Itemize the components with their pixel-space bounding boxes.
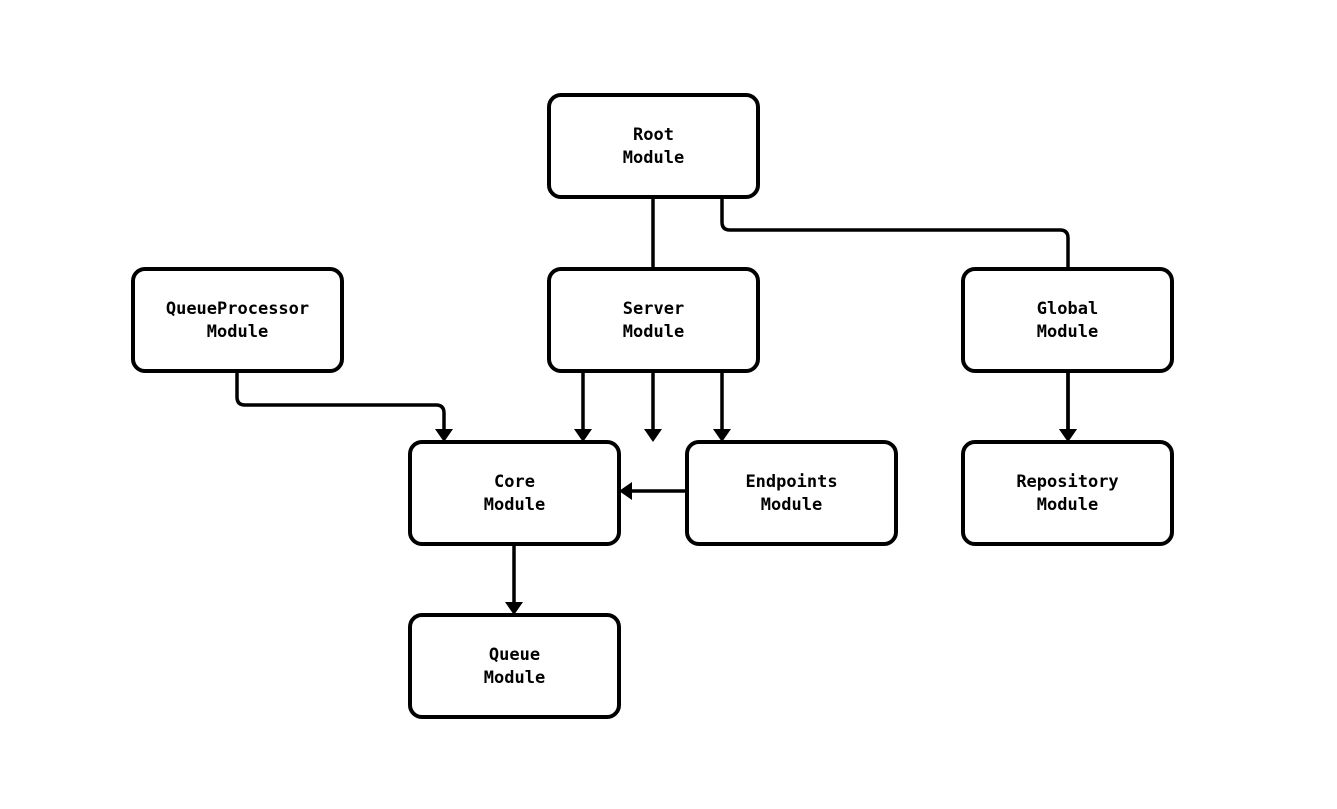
core-module-node-label-line2: Module [484,495,545,515]
root-module-node-label-line2: Module [623,148,684,168]
edge-core-to-queue-arrowhead [505,602,523,615]
core-module-node-label-line1: Core [494,472,535,492]
nodes-layer: RootModuleQueueProcessorModuleServerModu… [131,93,1174,719]
global-module-node-label-line1: Global [1037,299,1098,319]
queue-module-node-label-line1: Queue [489,645,540,665]
edge-root-to-server-arrowhead [644,429,662,442]
core-module-node-box[interactable] [408,440,621,546]
root-module-node-box[interactable] [547,93,760,199]
edge-endpoints-to-core [619,482,687,500]
repository-module-node-label-line2: Module [1037,495,1098,515]
global-module-node-label-line2: Module [1037,322,1098,342]
queue-module-node-box[interactable] [408,613,621,719]
edge-core-to-queue [505,544,523,615]
server-module-node-label-line2: Module [623,322,684,342]
root-module-node-label-line1: Root [633,125,674,145]
queueprocessor-module-node-label-line2: Module [207,322,268,342]
edge-root-to-global-line [720,197,1070,432]
edge-queueprocessor-to-core-arrowhead [435,429,453,442]
edge-server-to-core-arrowhead [574,429,592,442]
endpoints-module-node-box[interactable] [685,440,898,546]
queue-module-node-label-line2: Module [484,668,545,688]
edge-server-to-core [574,371,592,442]
repository-module-node-label-line1: Repository [1016,472,1118,492]
global-module-node-box[interactable] [961,267,1174,373]
server-module-node-label-line1: Server [623,299,684,319]
edge-endpoints-to-core-arrowhead [619,482,632,500]
endpoints-module-node-label-line2: Module [761,495,822,515]
edge-queueprocessor-to-core-line [235,371,446,432]
edge-global-to-repository-arrowhead [1059,429,1077,442]
server-module-node-box[interactable] [547,267,760,373]
edge-server-to-endpoints [713,371,731,442]
endpoints-module-node-label-line1: Endpoints [745,472,837,492]
repository-module-node-box[interactable] [961,440,1174,546]
queueprocessor-module-node-label-line1: QueueProcessor [166,299,309,319]
edge-server-to-endpoints-arrowhead [713,429,731,442]
edge-global-to-repository [1059,371,1077,442]
queueprocessor-module-node-box[interactable] [131,267,344,373]
edge-queueprocessor-to-core [235,371,453,442]
edges-layer [235,197,1077,615]
